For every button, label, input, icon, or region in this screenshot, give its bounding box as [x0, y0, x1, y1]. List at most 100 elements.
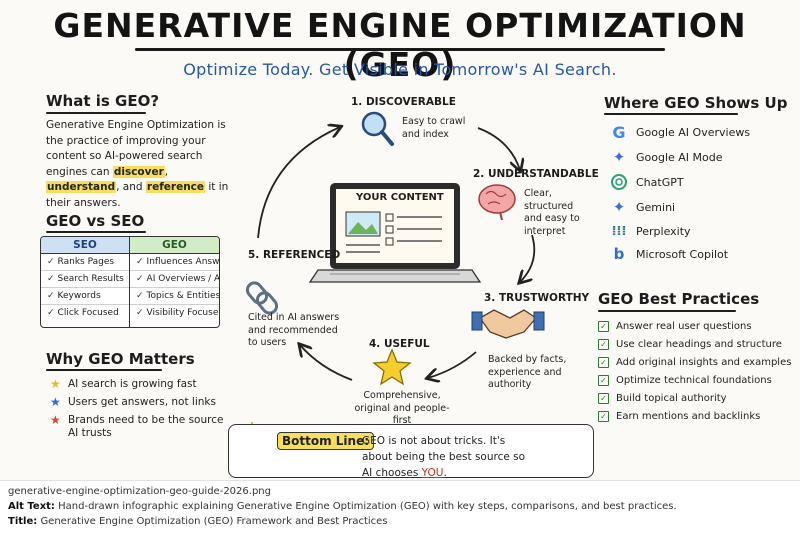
bottom-text-b: . [443, 467, 447, 479]
geo-cell: Topics & Entities [146, 291, 220, 301]
title-underline [135, 48, 665, 51]
title-value: Generative Engine Optimization (GEO) Fra… [40, 516, 388, 527]
list-item: ✓ Add original insights and examples [598, 357, 791, 368]
geo-cell: Influences Answers [146, 257, 220, 267]
page-subtitle: Optimize Today. Get Visible in Tomorrow'… [183, 60, 617, 79]
cycle-arrow-4-5 [300, 345, 353, 381]
step-4-title: 4. USEFUL [369, 338, 430, 350]
star-icon: ★ [50, 413, 61, 427]
geo-column: GEO ✓Influences Answers ✓AI Overviews / … [129, 237, 219, 327]
caption-title: Title: Generative Engine Optimization (G… [8, 516, 388, 527]
best-practice-text: Add original insights and examples [616, 357, 792, 368]
where-geo-shows-up-heading: Where GEO Shows Up [604, 94, 788, 112]
highlight-understand: understand [46, 181, 117, 193]
step-3-body: Backed by facts, experience and authorit… [488, 354, 567, 390]
seo-cell: Ranks Pages [57, 257, 115, 267]
checkbox-icon: ✓ [598, 339, 609, 350]
list-item: ✓Optimize technical foundations [598, 375, 772, 386]
check-icon: ✓ [47, 291, 55, 301]
list-item: ✓ Use clear headings and structure [598, 339, 782, 350]
star-icon: ★ [50, 395, 61, 409]
vs-heading-underline [46, 231, 146, 233]
table-row: ✓Topics & Entities [130, 288, 219, 305]
step-4-body: Comprehensive, original and people-first [354, 390, 450, 426]
list-item: ✓Answer real user questions [598, 321, 752, 332]
why-heading-underline [46, 369, 162, 371]
what-text-a: Generative Engine Optimization is the pr… [46, 119, 226, 178]
check-icon: ✓ [136, 308, 144, 318]
platform-google-ai-overviews: G Google AI Overviews [608, 122, 750, 142]
caption-alt-text: Alt Text: Hand-drawn infographic explain… [8, 501, 677, 512]
geo-vs-seo-heading: GEO vs SEO [46, 212, 145, 230]
geo-column-header: GEO [130, 237, 219, 254]
bottom-line-label: Bottom Line: [277, 432, 375, 450]
checkbox-icon: ✓ [598, 357, 609, 368]
check-icon: ✓ [47, 308, 55, 318]
list-item: ★ Brands need to be the source AI trusts [50, 414, 230, 440]
google-icon: G [612, 122, 626, 142]
magnifier-icon [361, 111, 394, 146]
bing-icon: b [613, 245, 625, 263]
platform-label: Google AI Mode [636, 150, 723, 164]
brain-icon [478, 184, 516, 221]
what-sep-2: , and [116, 181, 146, 193]
geo-cell: Visibility Focused [146, 308, 220, 318]
best-practice-text: Build topical authority [616, 393, 727, 404]
geo-best-practices-heading: GEO Best Practices [598, 290, 760, 308]
check-icon: ✓ [136, 291, 144, 301]
platform-label: Microsoft Copilot [636, 247, 729, 261]
where-heading-underline [604, 113, 738, 115]
cycle-arrow-2-3 [520, 234, 536, 282]
perplexity-icon: ⁞⁞⁞ [611, 223, 627, 239]
step-2-title: 2. UNDERSTANDABLE [473, 168, 599, 180]
why-geo-matters-heading: Why GEO Matters [46, 350, 195, 368]
step-5-body: Cited in AI answers and recommended to u… [248, 312, 340, 348]
platform-microsoft-copilot: b Microsoft Copilot [608, 245, 728, 263]
platform-perplexity: ⁞⁞⁞ Perplexity [608, 222, 691, 240]
handshake-icon [471, 309, 545, 339]
your-content-label: YOUR CONTENT [356, 192, 444, 203]
seo-cell: Keywords [57, 291, 101, 301]
bottom-you: YOU [421, 467, 444, 479]
seo-cell: Search Results [57, 274, 124, 284]
what-is-geo-text: Generative Engine Optimization is the pr… [46, 118, 242, 211]
table-row: ✓Influences Answers [130, 254, 219, 271]
sparkle-icon: ✦ [612, 148, 626, 166]
table-row: ✓Visibility Focused [130, 305, 219, 321]
cycle-arrow-5-1 [257, 127, 340, 239]
list-item: ✓Earn mentions and backlinks [598, 411, 760, 422]
image-caption-footer [0, 480, 800, 534]
what-text-b: it in their answers. [46, 181, 229, 209]
table-row: ✓Search Results [41, 271, 129, 288]
star-icon [372, 348, 412, 386]
table-row: ✓Ranks Pages [41, 254, 129, 271]
seo-column: SEO ✓Ranks Pages ✓Search Results ✓Keywor… [41, 237, 129, 327]
platform-label: Gemini [636, 200, 676, 214]
title-label: Title: [8, 516, 38, 527]
step-3-title: 3. TRUSTWORTHY [484, 292, 590, 304]
step-2-body: Clear, structured and easy to interpret [524, 188, 580, 237]
what-heading-underline [46, 112, 146, 114]
chain-link-icon [245, 281, 279, 315]
platform-label: Perplexity [636, 224, 691, 238]
best-practice-text: Use clear headings and structure [616, 339, 782, 350]
alt-text-label: Alt Text: [8, 501, 55, 512]
chatgpt-icon [608, 173, 630, 191]
geo-cell: AI Overviews / AI Mode [146, 274, 220, 284]
why-item-text: Brands need to be the source AI trusts [68, 414, 224, 439]
step-1-title: 1. DISCOVERABLE [351, 96, 456, 108]
star-icon: ★ [50, 377, 61, 391]
bottom-text-a: GEO is not about tricks. It's about bein… [362, 435, 526, 479]
checkbox-icon: ✓ [598, 375, 609, 386]
checkbox-icon: ✓ [598, 411, 609, 422]
seo-cell: Click Focused [57, 308, 119, 318]
best-practices-underline [598, 310, 736, 312]
table-row: ✓AI Overviews / AI Mode [130, 271, 219, 288]
platform-gemini: ✦ Gemini [608, 198, 675, 216]
platform-label: ChatGPT [636, 175, 684, 189]
step-1-body: Easy to crawl and index [402, 116, 466, 140]
alt-text-value: Hand-drawn infographic explaining Genera… [58, 501, 677, 512]
seo-column-header: SEO [41, 237, 129, 254]
list-item: ✓Build topical authority [598, 393, 727, 404]
why-item-text: AI search is growing fast [68, 378, 197, 390]
